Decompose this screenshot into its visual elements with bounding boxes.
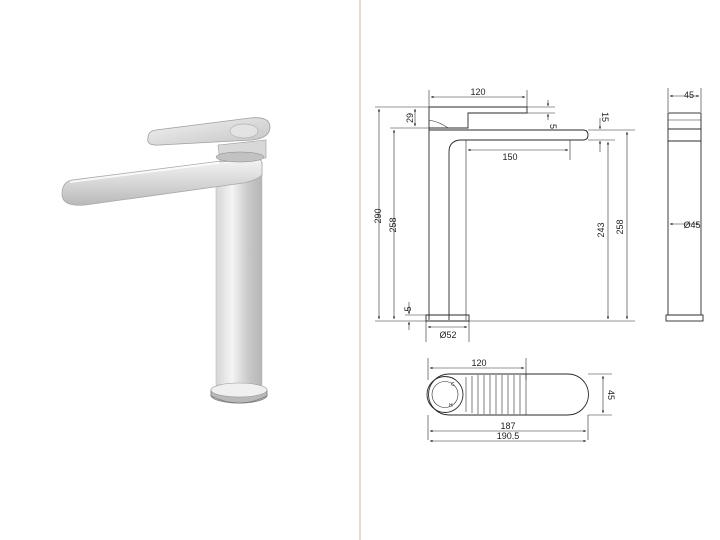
dim-body-height-right: 258 bbox=[615, 219, 625, 234]
dim-top-lever-length: 120 bbox=[471, 358, 486, 368]
dim-front-width: 45 bbox=[684, 90, 694, 100]
dim-top-depth: 45 bbox=[606, 390, 616, 400]
dim-base-thickness: 5 bbox=[403, 306, 413, 311]
dim-lever-height: 29 bbox=[405, 113, 415, 123]
dim-spout-underside-height: 243 bbox=[596, 222, 606, 237]
mark-hot: H bbox=[449, 403, 453, 409]
dim-lever-offset: 5 bbox=[548, 124, 558, 129]
dim-spout-height-inner: 258 bbox=[388, 217, 398, 232]
dim-spout-thickness: 15 bbox=[600, 112, 610, 122]
dim-lever-length: 120 bbox=[470, 87, 485, 97]
dim-base-diameter: Ø52 bbox=[439, 330, 456, 340]
dim-top-spout-length: 187 bbox=[500, 421, 515, 431]
dim-total-height: 290 bbox=[373, 208, 383, 223]
tap-render bbox=[61, 117, 271, 404]
side-elevation: 120 5 29 15 150 290 258 5 243 258 Ø bbox=[373, 87, 635, 342]
dim-top-overall-length: 190.5 bbox=[497, 431, 520, 441]
dim-front-diameter: Ø45 bbox=[683, 220, 700, 230]
top-plan: 120 C H 45 187 190.5 bbox=[426, 358, 616, 443]
tap-body bbox=[215, 161, 263, 389]
mark-cold: C bbox=[451, 382, 455, 388]
front-elevation: 45 Ø45 bbox=[665, 88, 704, 322]
lever-grooves bbox=[465, 375, 521, 414]
dim-spout-reach: 150 bbox=[502, 152, 517, 162]
